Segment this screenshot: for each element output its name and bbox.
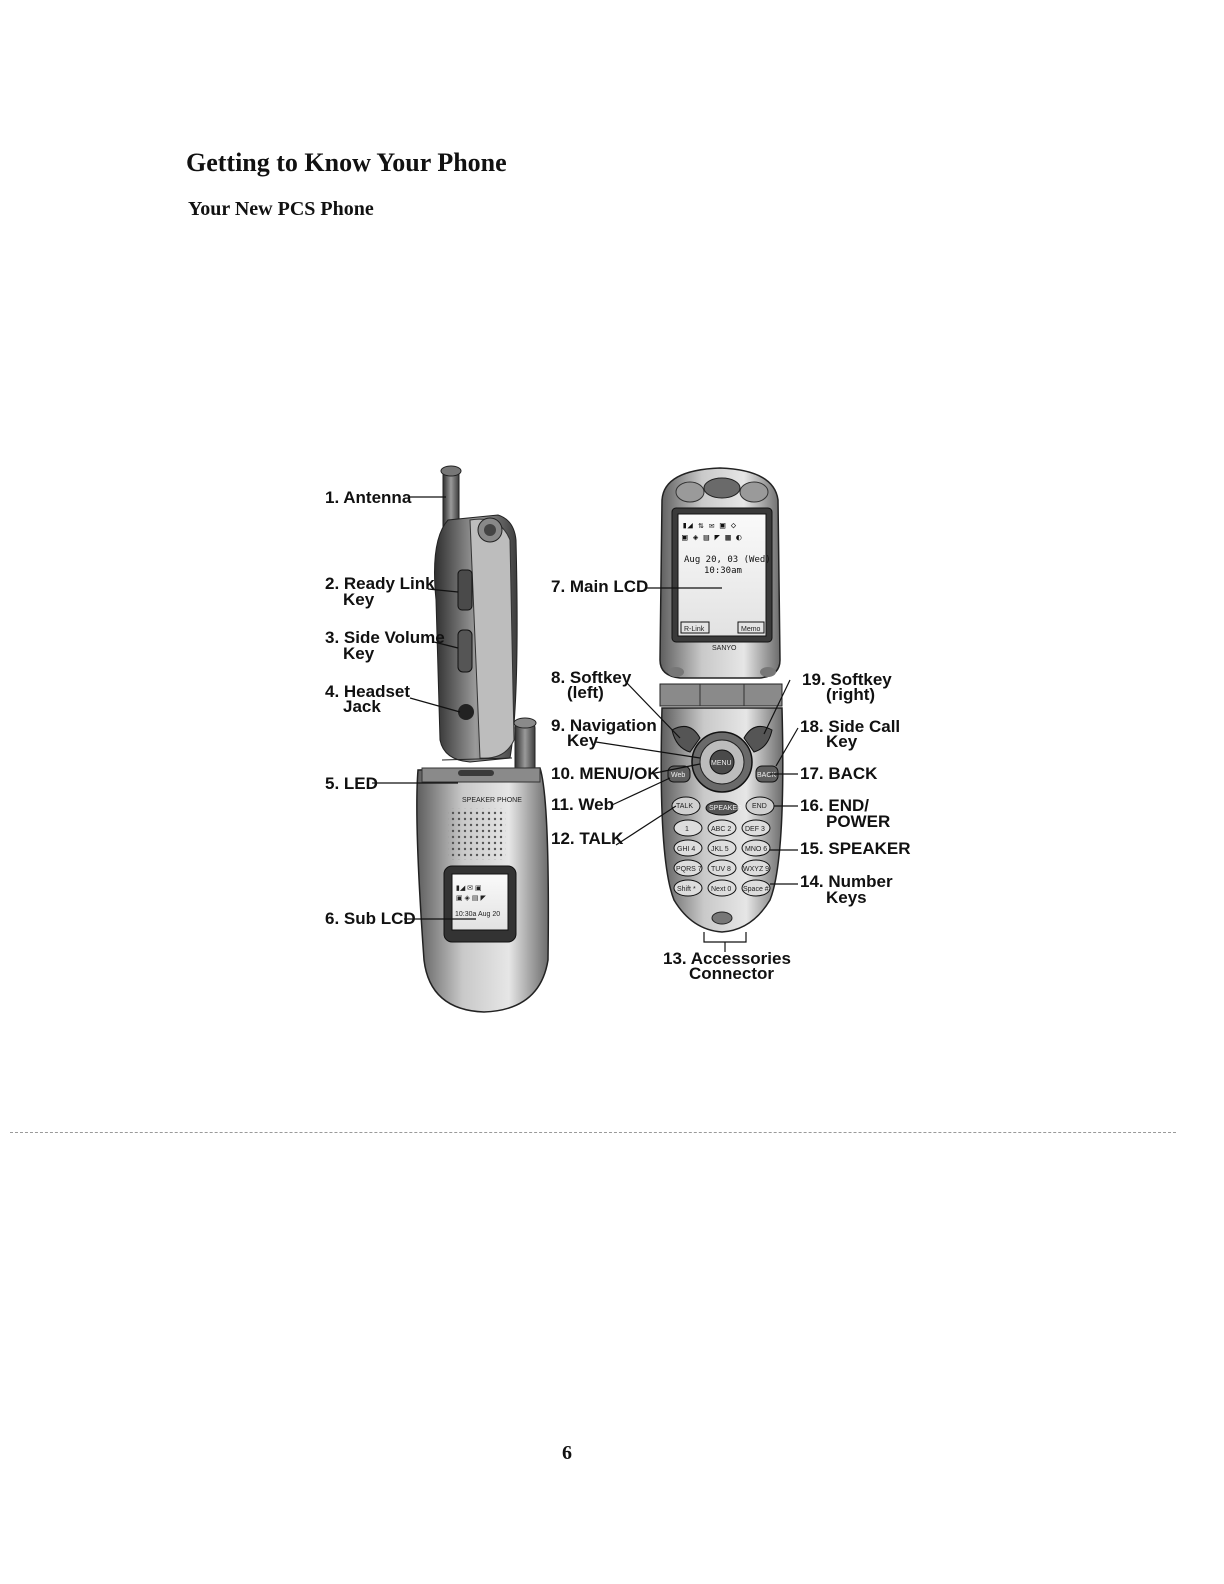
svg-text:PQRS 7: PQRS 7 bbox=[676, 866, 702, 873]
svg-text:▣ ◈ ▤ ◤ ▦ ◐: ▣ ◈ ▤ ◤ ▦ ◐ bbox=[682, 533, 742, 543]
page-number: 6 bbox=[562, 1442, 572, 1464]
microphone bbox=[711, 911, 733, 925]
svg-text:Space #: Space # bbox=[743, 886, 769, 893]
headset-jack bbox=[458, 704, 474, 720]
key-0 bbox=[707, 879, 737, 897]
key-3 bbox=[741, 819, 771, 837]
key-7 bbox=[673, 859, 703, 877]
key-9 bbox=[741, 859, 771, 877]
key-1 bbox=[673, 819, 703, 837]
lcd-left-softkey-label: R-Link bbox=[684, 626, 705, 633]
talk-key bbox=[671, 796, 701, 816]
svg-text:MNO 6: MNO 6 bbox=[745, 846, 767, 853]
callout-web: 11. Web bbox=[551, 795, 614, 814]
talk-key-label: TALK bbox=[676, 803, 693, 810]
lcd-right-softkey-label: Memo bbox=[741, 626, 761, 633]
svg-text:1: 1 bbox=[685, 826, 689, 833]
number-keypad: 1 ABC 2 DEF 3 GHI 4 JKL 5 MNO 6 PQRS 7 T… bbox=[673, 819, 771, 897]
key-4 bbox=[673, 839, 703, 857]
svg-text:WXYZ 9: WXYZ 9 bbox=[743, 866, 769, 873]
callout-end-power: 16. END/ bbox=[800, 796, 869, 815]
callout-side-call-key: 18. Side Call bbox=[800, 717, 900, 736]
svg-text:ABC 2: ABC 2 bbox=[711, 826, 731, 833]
callout-accessories-connector: 13. Accessories bbox=[663, 949, 791, 968]
brand-logo: SANYO bbox=[712, 645, 737, 652]
menu-ok-key bbox=[709, 749, 735, 775]
callout-ready-link: 2. Ready Link bbox=[325, 574, 435, 593]
callout-back: 17. BACK bbox=[800, 764, 878, 783]
side-volume-key bbox=[457, 629, 473, 673]
key-hash bbox=[741, 879, 771, 897]
hinge bbox=[659, 683, 783, 707]
leader-lines bbox=[372, 496, 799, 952]
svg-text:Key: Key bbox=[826, 732, 858, 751]
svg-text:Keys: Keys bbox=[826, 888, 867, 907]
page-title: Getting to Know Your Phone bbox=[186, 148, 507, 177]
speaker-key bbox=[705, 800, 739, 816]
key-8 bbox=[707, 859, 737, 877]
callout-side-volume: 3. Side Volume bbox=[325, 628, 445, 647]
callout-navigation-key: 9. Navigation bbox=[551, 716, 657, 735]
speaker-grille bbox=[448, 808, 506, 860]
svg-text:Shift *: Shift * bbox=[677, 886, 696, 893]
speaker-key-label: SPEAKER bbox=[709, 805, 742, 812]
svg-text:Next 0: Next 0 bbox=[711, 886, 731, 893]
main-lcd-time: 10:30am bbox=[704, 566, 742, 576]
key-star bbox=[673, 879, 703, 897]
page-subtitle: Your New PCS Phone bbox=[188, 198, 374, 220]
svg-text:Connector: Connector bbox=[689, 964, 774, 983]
main-lcd-status-icons: ▮◢ ⇅ ✉ ▣ ◇ bbox=[682, 521, 737, 531]
phone-side-view bbox=[434, 465, 518, 763]
sub-lcd bbox=[451, 873, 509, 931]
menu-ok-key-label: MENU bbox=[711, 760, 732, 767]
svg-text:(right): (right) bbox=[826, 685, 875, 704]
callout-headset: 4. Headset bbox=[325, 682, 410, 701]
led-indicator bbox=[458, 770, 494, 776]
phone-open-view: ▮◢ ⇅ ✉ ▣ ◇ ▣ ◈ ▤ ◤ ▦ ◐ Aug 20, 03 (Wed) … bbox=[659, 467, 784, 933]
sub-lcd-time-date: 10:30a Aug 20 bbox=[455, 911, 500, 918]
svg-text:TUV 8: TUV 8 bbox=[711, 866, 731, 873]
web-key bbox=[667, 765, 691, 783]
callout-led: 5. LED bbox=[325, 774, 378, 793]
web-key-label: Web bbox=[671, 772, 685, 779]
callout-labels: 1. Antenna 2. Ready Link Key 3. Side Vol… bbox=[325, 488, 911, 983]
svg-text:Key: Key bbox=[343, 644, 375, 663]
callout-main-lcd: 7. Main LCD bbox=[551, 577, 648, 596]
softkey-left-button bbox=[671, 725, 701, 753]
callout-speaker: 15. SPEAKER bbox=[800, 839, 911, 858]
svg-text:(left): (left) bbox=[567, 683, 604, 702]
back-key-label: BACK bbox=[757, 772, 776, 779]
main-lcd bbox=[677, 513, 767, 637]
page-divider bbox=[10, 1132, 1176, 1133]
svg-text:Jack: Jack bbox=[343, 697, 381, 716]
svg-text:DEF 3: DEF 3 bbox=[745, 826, 765, 833]
svg-text:POWER: POWER bbox=[826, 812, 890, 831]
sub-lcd-status-icons: ▮◢ ✉ ▣ bbox=[456, 885, 482, 892]
key-5 bbox=[707, 839, 737, 857]
svg-text:JKL 5: JKL 5 bbox=[711, 846, 729, 853]
end-power-key-label: END bbox=[752, 803, 767, 810]
callout-menu-ok: 10. MENU/OK bbox=[551, 764, 660, 783]
svg-text:▣ ◈ ▤ ◤: ▣ ◈ ▤ ◤ bbox=[456, 895, 486, 902]
callout-talk: 12. TALK bbox=[551, 829, 624, 848]
svg-text:Key: Key bbox=[343, 590, 375, 609]
callout-number-keys: 14. Number bbox=[800, 872, 893, 891]
ready-link-key bbox=[457, 569, 473, 611]
callout-sub-lcd: 6. Sub LCD bbox=[325, 909, 416, 928]
key-6 bbox=[741, 839, 771, 857]
speaker-phone-label: SPEAKER PHONE bbox=[462, 797, 522, 804]
callout-antenna: 1. Antenna bbox=[325, 488, 412, 507]
svg-text:Key: Key bbox=[567, 731, 599, 750]
svg-text:GHI 4: GHI 4 bbox=[677, 846, 695, 853]
callout-softkey-right: 19. Softkey bbox=[802, 670, 892, 689]
phone-closed-view: SPEAKER PHONE ▮◢ ✉ ▣ ▣ ◈ ▤ ◤ 10:30a Aug … bbox=[416, 717, 550, 1013]
key-2 bbox=[707, 819, 737, 837]
earpiece bbox=[703, 477, 741, 499]
main-lcd-date: Aug 20, 03 (Wed) bbox=[684, 555, 771, 565]
callout-softkey-left: 8. Softkey bbox=[551, 668, 632, 687]
